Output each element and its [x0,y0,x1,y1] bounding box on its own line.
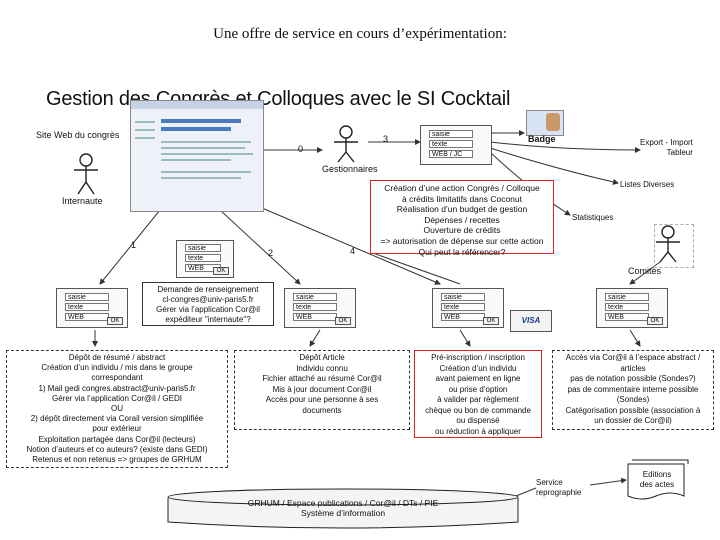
number-0: 0 [298,144,304,154]
ok-button[interactable]: OK [483,317,499,325]
statistiques-label: Statistiques [572,213,614,222]
preinscription-box: Pré-inscription / inscription Création d… [414,350,542,438]
web-field[interactable]: WEB / JC [429,150,473,158]
acces-box: Accès via Cor@il à l’espace abstract / a… [552,350,714,430]
ok-button[interactable]: OK [647,317,663,325]
gestion-form: saisie texte WEB / JC [420,125,492,165]
gestionnaires-label: Gestionnaires [322,164,378,174]
photo-icon [546,113,560,131]
badge-label: Badge [528,134,556,144]
demande-form: saisie texte WEB OK [176,240,234,278]
article-form: saisie texte WEB OK [284,288,356,328]
saisie-field[interactable]: saisie [65,293,109,301]
number-2: 2 [268,248,274,258]
export-label: Export - Import Tableur [640,138,693,157]
texte-field[interactable]: texte [65,303,109,311]
demande-box: Demande de renseignement cl-congres@univ… [142,282,274,326]
database-label: GRHUM / Espace publications / Cor@il / D… [247,498,439,518]
saisie-field[interactable]: saisie [429,130,473,138]
saisie-field[interactable]: saisie [293,293,337,301]
texte-field[interactable]: texte [429,140,473,148]
service-repro-label: Service reprographie [536,478,582,497]
depot-article-box: Dépôt Article Individu connu Fichier att… [234,350,410,430]
ok-button[interactable]: OK [107,317,123,325]
ok-button[interactable]: OK [213,267,229,275]
number-4: 4 [350,246,356,256]
texte-field[interactable]: texte [185,254,221,262]
number-1: 1 [131,240,137,250]
comites-label: Comités [628,266,662,276]
saisie-field[interactable]: saisie [605,293,649,301]
texte-field[interactable]: texte [293,303,337,311]
creation-action-box: Création d’une action Congrès / Colloque… [370,180,554,257]
ok-button[interactable]: OK [335,317,351,325]
site-web-label: Site Web du congrès [36,130,120,140]
website-screenshot [130,100,264,212]
slide-title: Une offre de service en cours d’expérime… [213,26,507,42]
comites-frame [654,224,694,268]
saisie-field[interactable]: saisie [185,244,221,252]
internaute-label: Internaute [62,196,103,206]
listes-label: Listes Diverses [620,180,675,189]
inscription-form: saisie texte WEB OK [432,288,504,328]
number-3: 3 [383,134,389,144]
visa-card-icon: VISA [510,310,552,332]
texte-field[interactable]: texte [441,303,485,311]
comites-form: saisie texte WEB OK [596,288,668,328]
texte-field[interactable]: texte [605,303,649,311]
saisie-field[interactable]: saisie [441,293,485,301]
badge-card [526,110,564,136]
editions-label: Editions des actes [639,470,675,489]
depot-resume-box: Dépôt de résumé / abstract Création d’un… [6,350,228,468]
resume-form: saisie texte WEB OK [56,288,128,328]
